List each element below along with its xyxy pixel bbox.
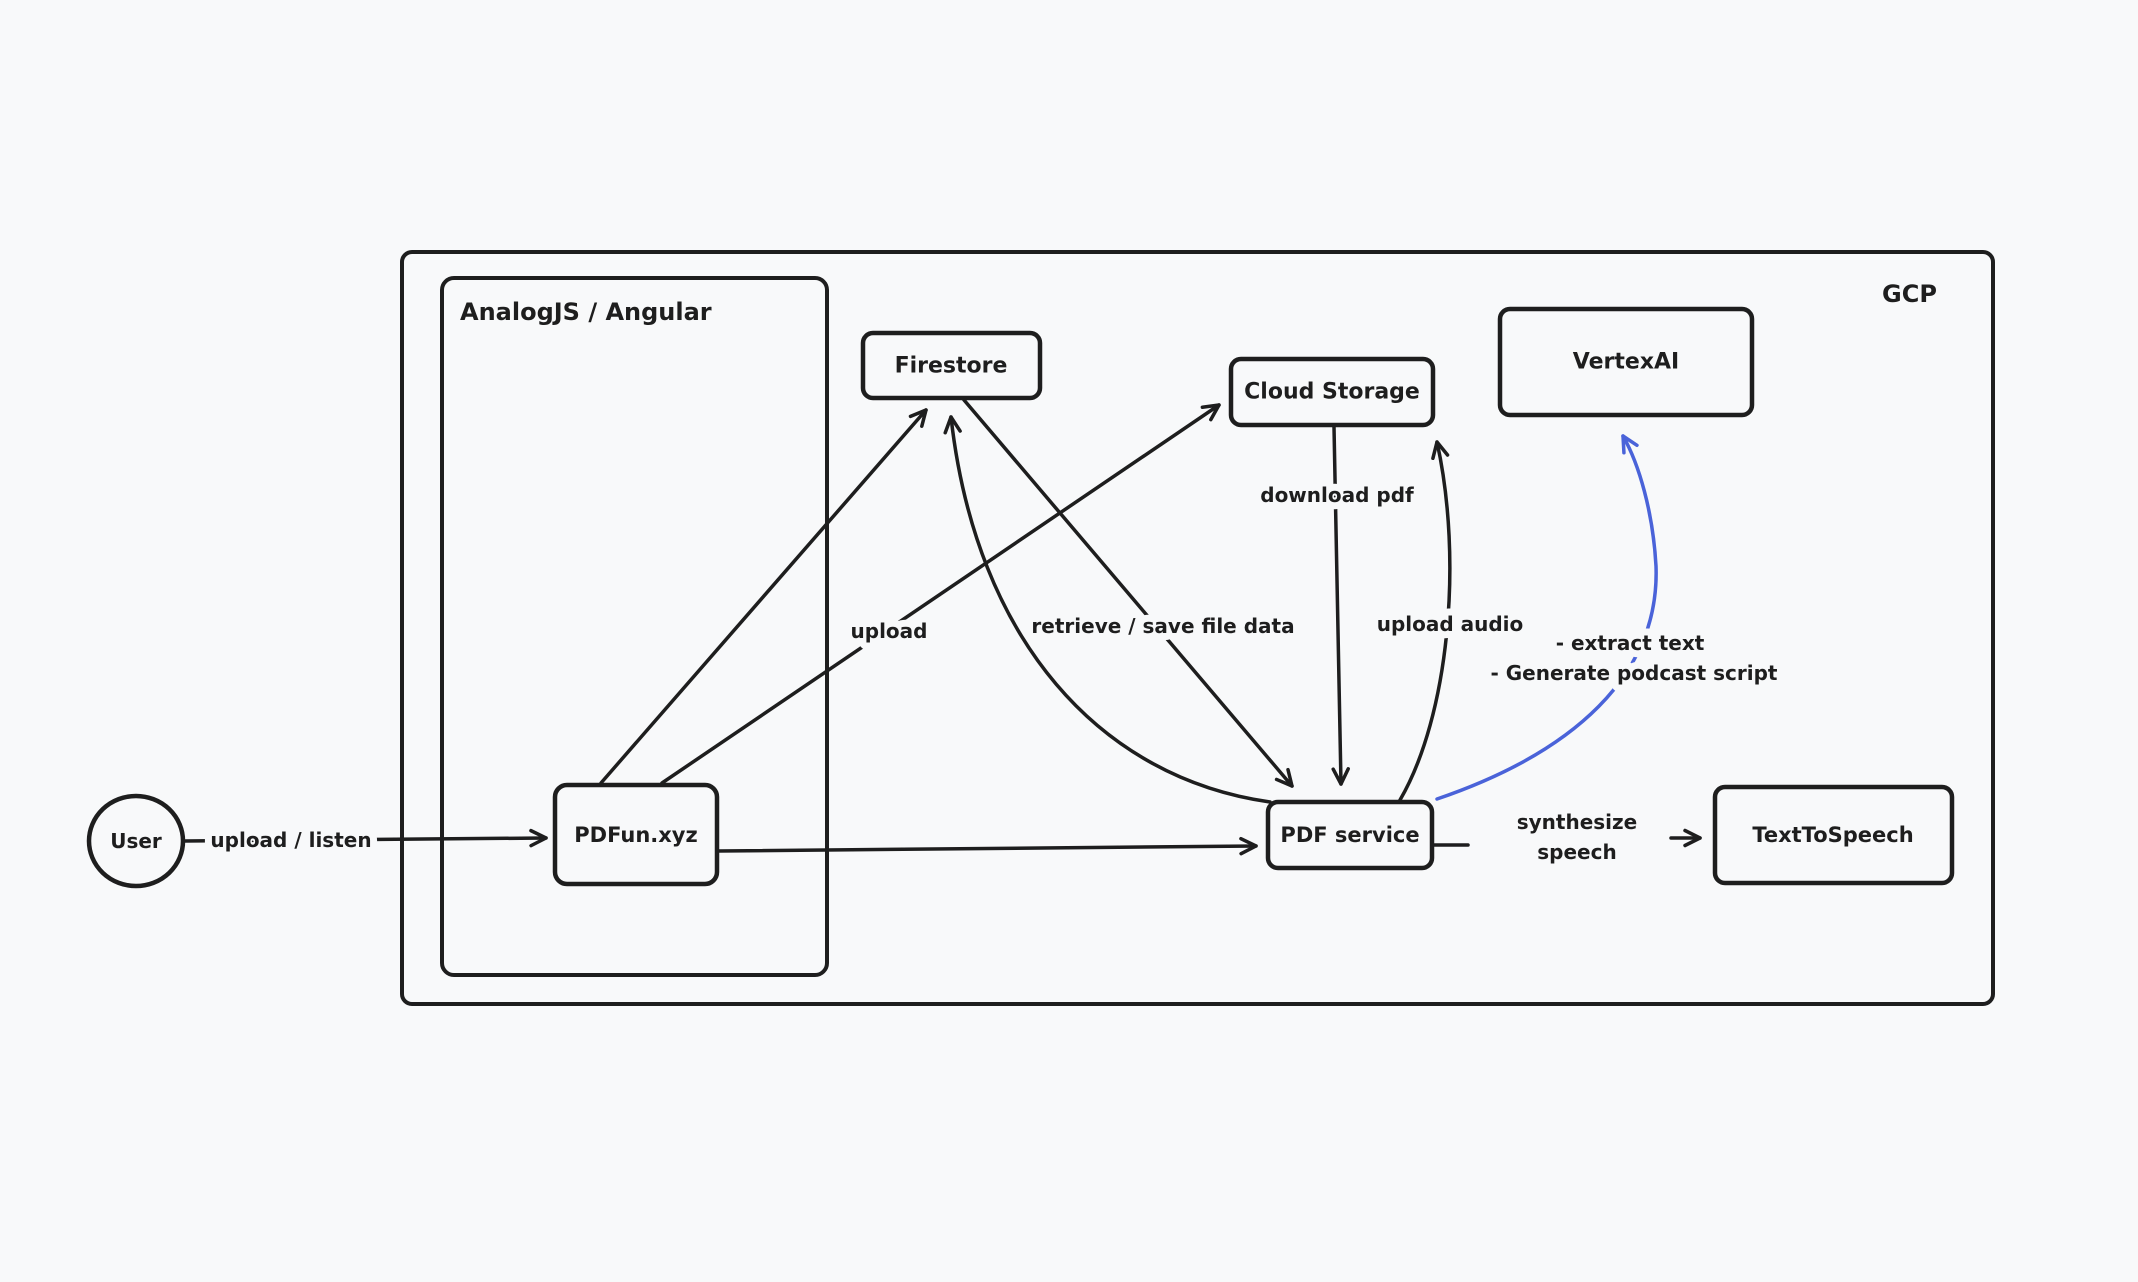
- vertex-ai-node: [1497, 306, 1755, 418]
- edge-label-upload: upload: [851, 619, 928, 643]
- cloud-storage-node-label: Cloud Storage: [1244, 380, 1420, 405]
- edge-label-extract-text: - extract text: [1556, 631, 1705, 655]
- pdf-service-node-label: PDF service: [1280, 823, 1419, 847]
- frontend-container-box: [440, 276, 829, 977]
- edge-user-to-pdfun: [182, 828, 548, 848]
- edge-pdf-service-to-vertex-ai: [1435, 434, 1658, 801]
- user-node-label: User: [110, 829, 162, 853]
- edge-label-speech: speech: [1537, 840, 1616, 864]
- gcp-container-box: [400, 250, 1995, 1006]
- edge-label-synthesize: synthesize: [1517, 810, 1638, 834]
- user-node: [86, 793, 186, 889]
- edge-firestore-to-pdf-service: [962, 398, 1294, 788]
- edge-pdf-service-to-cloud-storage: [1398, 440, 1452, 802]
- firestore-node: [860, 330, 1043, 401]
- edge-label-download-pdf: download pdf: [1260, 483, 1414, 507]
- vertex-ai-node-label: VertexAI: [1573, 350, 1679, 375]
- firestore-node-label: Firestore: [895, 354, 1008, 379]
- edge-label-generate-podcast-script: - Generate podcast script: [1490, 661, 1777, 685]
- pdfun-node: [552, 782, 720, 887]
- edge-pdfun-to-pdf-service: [716, 836, 1258, 856]
- gcp-container-label: GCP: [1882, 280, 1937, 308]
- text-to-speech-node-label: TextToSpeech: [1752, 823, 1913, 847]
- pdfun-node-label: PDFun.xyz: [574, 823, 697, 847]
- pdf-service-node: [1265, 799, 1435, 871]
- edge-label-upload-audio: upload audio: [1377, 612, 1524, 636]
- edge-pdf-service-to-firestore: [943, 415, 1272, 804]
- text-to-speech-node: [1712, 784, 1955, 886]
- cloud-storage-node: [1228, 356, 1436, 428]
- frontend-container-label: AnalogJS / Angular: [460, 298, 712, 326]
- edge-cloud-storage-to-pdf-service: [1331, 425, 1350, 786]
- edge-pdfun-to-firestore: [599, 408, 928, 785]
- edge-pdfun-to-cloud-storage: [660, 403, 1221, 785]
- edge-label-upload-listen: upload / listen: [210, 828, 371, 852]
- edge-label-retrieve-save-file-data: retrieve / save file data: [1031, 614, 1294, 638]
